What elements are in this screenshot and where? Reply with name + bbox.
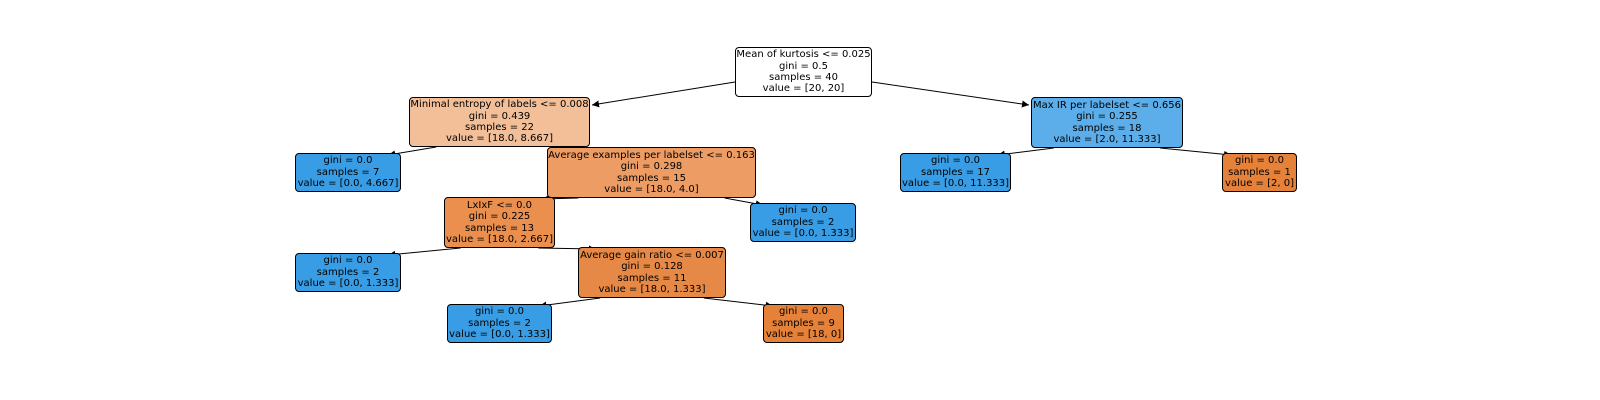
- node-text-line: value = [20, 20]: [762, 83, 845, 95]
- node-text-line: value = [0.0, 1.333]: [752, 228, 854, 240]
- node-text-line: gini = 0.439: [468, 110, 531, 122]
- node-text-line: value = [18.0, 4.0]: [604, 183, 699, 195]
- edge-n6-n8: [703, 297, 773, 309]
- node-text-line: Minimal entropy of labels <= 0.008: [410, 99, 589, 111]
- node-text-line: Average gain ratio <= 0.007: [580, 249, 724, 261]
- node-text-line: gini = 0.0: [323, 155, 373, 167]
- node-text-line: Mean of kurtosis <= 0.025: [736, 49, 871, 61]
- node-text-line: value = [18.0, 1.333]: [598, 283, 706, 295]
- node-text-line: value = [18, 0]: [765, 329, 842, 341]
- node-text-line: gini = 0.0: [1235, 155, 1284, 167]
- node-text-line: samples = 2: [468, 317, 531, 329]
- node-text-line: value = [18.0, 2.667]: [445, 233, 554, 245]
- node-text-line: samples = 9: [772, 317, 835, 329]
- node-text-line: value = [0.0, 4.667]: [297, 178, 399, 190]
- edge-n0-n1: [591, 81, 736, 108]
- edge-n0-n10: [871, 81, 1030, 108]
- node-text-line: value = [0.0, 1.333]: [297, 278, 399, 290]
- node-text-line: gini = 0.0: [779, 306, 828, 318]
- node-text-line: samples = 1: [1228, 166, 1291, 178]
- node-text-line: samples = 7: [316, 166, 380, 178]
- node-text-line: gini = 0.0: [931, 155, 980, 167]
- node-text-line: gini = 0.255: [1076, 111, 1138, 123]
- node-text-line: samples = 17: [920, 166, 991, 178]
- node-text-line: LxIxF <= 0.0: [466, 199, 533, 211]
- node-text-line: gini = 0.0: [778, 205, 828, 217]
- node-text-line: gini = 0.5: [779, 60, 828, 72]
- node-text-line: value = [0.0, 1.333]: [449, 329, 550, 341]
- node-text-line: value = [2, 0]: [1225, 178, 1294, 190]
- node-text-line: samples = 2: [771, 216, 835, 228]
- node-text-line: samples = 2: [316, 266, 380, 278]
- node-text-line: value = [18.0, 8.667]: [445, 133, 554, 145]
- edge-n10-n12: [1160, 147, 1232, 158]
- node-text-line: Max IR per labelset <= 0.656: [1033, 99, 1181, 111]
- node-text-line: samples = 13: [464, 222, 535, 234]
- node-text-line: samples = 11: [617, 272, 687, 284]
- node-text-line: Average examples per labelset <= 0.163: [548, 149, 755, 161]
- node-text-line: gini = 0.0: [323, 255, 373, 267]
- node-text-line: samples = 40: [768, 72, 839, 83]
- node-text-line: samples = 18: [1072, 122, 1142, 134]
- node-text-line: gini = 0.128: [621, 261, 683, 273]
- node-text-line: value = [0.0, 11.333]: [901, 178, 1010, 190]
- node-text-line: gini = 0.298: [620, 161, 683, 173]
- node-text-line: gini = 0.225: [468, 211, 531, 223]
- node-text-line: gini = 0.0: [475, 306, 524, 318]
- node-text-line: samples = 15: [616, 172, 687, 184]
- node-text-line: samples = 22: [464, 122, 535, 133]
- node-text-line: value = [2.0, 11.333]: [1053, 133, 1161, 145]
